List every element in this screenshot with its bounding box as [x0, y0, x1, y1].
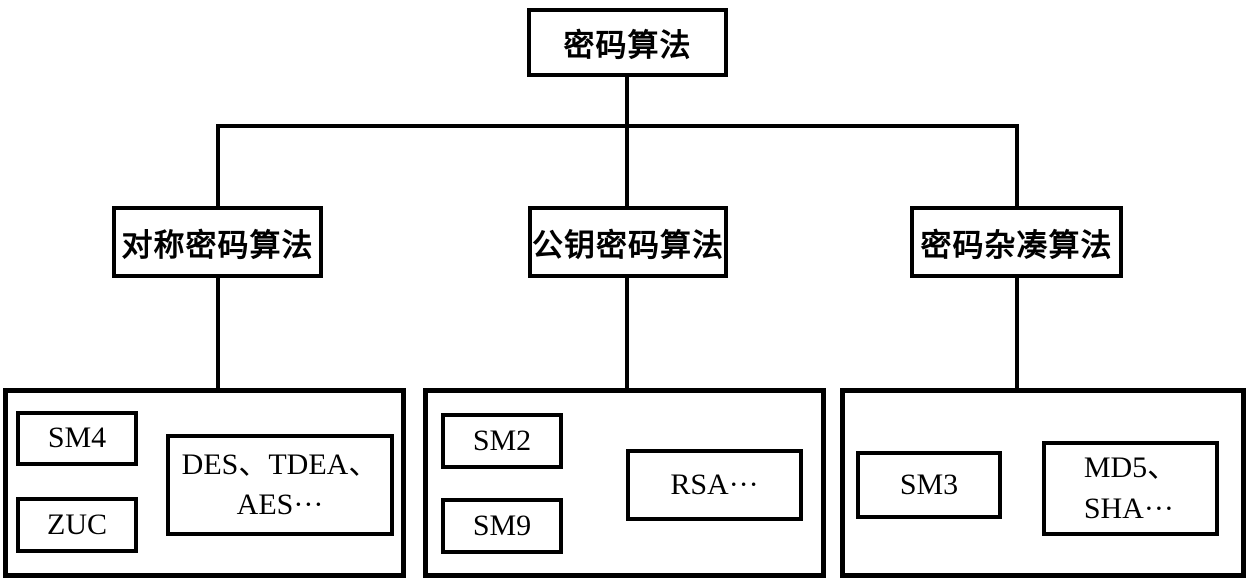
branch-label-hash: 密码杂凑算法 — [920, 227, 1113, 263]
root-node-label: 密码算法 — [563, 28, 692, 63]
connector-middle-drop-2 — [625, 277, 629, 390]
leaf-box-zuc: ZUC — [16, 497, 138, 553]
leaf-label-zuc: ZUC — [47, 507, 107, 541]
leaf-box-sm2: SM2 — [441, 413, 563, 469]
connector-left-drop-2 — [216, 277, 220, 390]
connector-left-drop — [216, 124, 220, 208]
branch-label-symmetric: 对称密码算法 — [121, 227, 314, 263]
connector-root-vertical — [625, 77, 629, 126]
leaf-label-md5-sha: MD5、 SHA··· — [1083, 451, 1178, 525]
leaf-box-sm3: SM3 — [856, 451, 1002, 519]
root-node-box: 密码算法 — [527, 8, 728, 77]
connector-middle-drop — [625, 124, 629, 208]
leaf-label-sm3: SM3 — [899, 467, 959, 501]
leaf-box-sm9: SM9 — [441, 498, 563, 554]
connector-right-drop-2 — [1015, 277, 1019, 390]
leaf-label-rsa: RSA··· — [670, 467, 759, 501]
leaf-box-md5-sha: MD5、 SHA··· — [1042, 441, 1219, 536]
leaf-label-des-tdea-aes: DES、TDEA、 AES··· — [181, 447, 379, 522]
leaf-box-rsa: RSA··· — [626, 449, 803, 521]
connector-horizontal-bus — [216, 124, 1019, 128]
leaf-label-sm2: SM2 — [472, 423, 532, 457]
branch-box-hash: 密码杂凑算法 — [910, 206, 1123, 278]
leaf-box-des-tdea-aes: DES、TDEA、 AES··· — [166, 434, 394, 536]
branch-box-public-key: 公钥密码算法 — [528, 206, 728, 278]
branch-box-symmetric: 对称密码算法 — [112, 206, 323, 278]
branch-label-public-key: 公钥密码算法 — [532, 227, 724, 263]
leaf-label-sm4: SM4 — [47, 421, 107, 455]
connector-right-drop — [1015, 124, 1019, 208]
leaf-box-sm4: SM4 — [16, 411, 138, 466]
leaf-label-sm9: SM9 — [472, 508, 532, 542]
